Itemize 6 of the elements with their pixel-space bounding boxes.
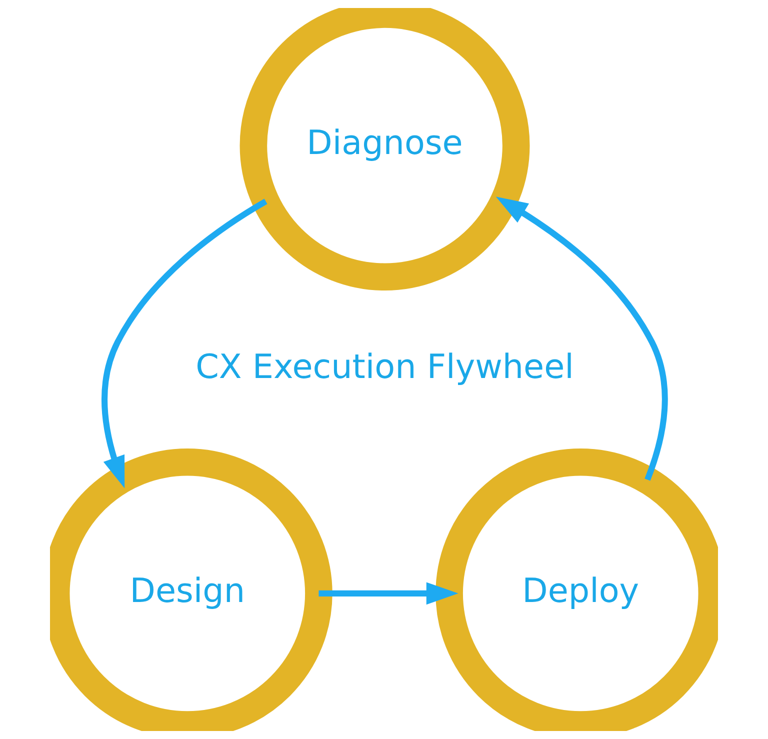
node-circle: Design — [50, 448, 332, 731]
arrow — [496, 196, 668, 481]
node-circle: Deploy — [436, 448, 718, 731]
label: CX Execution Flywheel — [196, 347, 574, 386]
arrow — [102, 198, 268, 488]
arrow — [318, 582, 458, 605]
